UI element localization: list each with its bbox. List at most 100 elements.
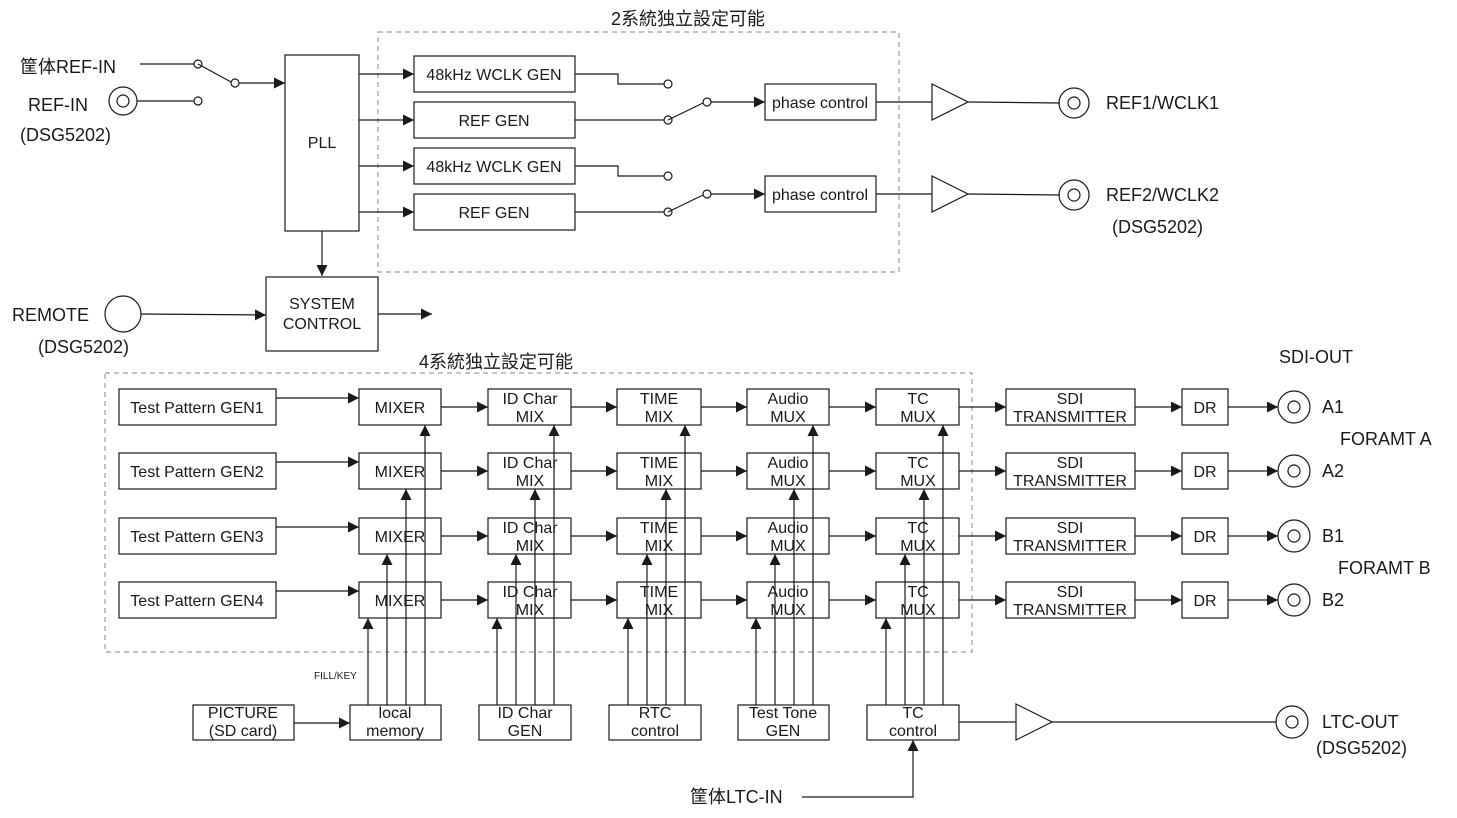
channel-row-1: Test Pattern GEN1 MIXER ID Char MIX TIME… — [118, 388, 1344, 426]
sdi-transmitter-block — [1005, 452, 1136, 490]
ref2-out-model-label: (DSG5202) — [1112, 217, 1203, 237]
sdi-transmitter-label-1: SDI — [1057, 520, 1084, 537]
rtc-control-label-2: control — [631, 723, 679, 740]
chassis-ltc-in-label: 筐体LTC-IN — [690, 787, 783, 807]
tc-mux-label-2: MUX — [900, 602, 936, 619]
system-control-label-line-1: SYSTEM — [289, 296, 355, 313]
dr-block — [1181, 452, 1229, 490]
ref1-buffer-amp — [931, 83, 970, 121]
sdi-out-channel-label: B2 — [1322, 590, 1344, 610]
switch-terminal — [193, 59, 203, 69]
picture-sd-card-block — [192, 704, 295, 741]
sdi-out-channel-label: B1 — [1322, 526, 1344, 546]
ref-in-label: REF-IN — [28, 95, 88, 115]
buffer-to-ref2-line — [967, 193, 1061, 196]
audio-mux-label-2: MUX — [770, 409, 806, 426]
test-pattern-gen-label: Test Pattern GEN2 — [130, 464, 263, 481]
two-channel-group-frame — [377, 31, 900, 273]
idchar-gen-block — [478, 704, 572, 741]
time-mix-block — [616, 452, 702, 490]
phase-control-2-label: phase control — [772, 187, 868, 204]
audio-mux-label-1: Audio — [768, 455, 809, 472]
mixer-block — [358, 388, 442, 426]
system-control-label-line-2: CONTROL — [283, 316, 361, 333]
output-1-switch — [667, 102, 704, 121]
sdi-out-connector — [1277, 583, 1311, 617]
remote-connector — [104, 295, 142, 333]
four-channel-group-frame — [104, 372, 973, 653]
dr-label: DR — [1193, 400, 1216, 417]
idchar-mix-label-2: MIX — [516, 409, 545, 426]
idchar-bus — [491, 425, 560, 705]
pll-label: PLL — [308, 135, 337, 152]
idchar-gen-label-1: ID Char — [497, 705, 553, 722]
tc-mux-label-2: MUX — [900, 473, 936, 490]
tc-mux-label-1: TC — [907, 520, 928, 537]
dr-block — [1181, 517, 1229, 555]
audio-mux-label-1: Audio — [768, 520, 809, 537]
switch-terminal — [663, 171, 673, 181]
wclk-gen-1-block — [413, 55, 576, 93]
audio-mux-label-2: MUX — [770, 538, 806, 555]
sdi-out-channel-label: A2 — [1322, 461, 1344, 481]
test-pattern-gen-block — [118, 452, 277, 490]
ltc-buffer-amp — [1015, 703, 1054, 741]
ltc-in-to-tc-control-arrow — [802, 740, 919, 798]
ref2-out-connector — [1058, 179, 1090, 211]
sdi-out-channel-label: A1 — [1322, 397, 1344, 417]
test-pattern-gen-label: Test Pattern GEN1 — [130, 400, 263, 417]
idchar-mix-label-1: ID Char — [502, 584, 558, 601]
channel-row-2: Test Pattern GEN2 MIXER ID Char MIX TIME… — [118, 452, 1344, 490]
ref1-out-connector — [1058, 87, 1090, 119]
picture-label-1: PICTURE — [208, 705, 278, 722]
format-a-label: FORAMT A — [1340, 429, 1432, 449]
sdi-transmitter-block — [1005, 517, 1136, 555]
time-mix-label-2: MIX — [645, 602, 674, 619]
sdi-transmitter-label-2: TRANSMITTER — [1013, 473, 1127, 490]
sdi-out-connector — [1277, 519, 1311, 553]
dr-block — [1181, 388, 1229, 426]
ref-input-switch — [197, 63, 232, 83]
time-mix-label-1: TIME — [640, 391, 678, 408]
audio-mux-block — [746, 388, 830, 426]
audio-mux-label-2: MUX — [770, 602, 806, 619]
wclk-gen-1-label: 48kHz WCLK GEN — [426, 67, 561, 84]
tc-mux-block — [875, 452, 960, 490]
remote-model-label: (DSG5202) — [38, 337, 129, 357]
test-pattern-gen-label: Test Pattern GEN3 — [130, 529, 263, 546]
tc-mux-label-1: TC — [907, 584, 928, 601]
time-mix-block — [616, 581, 702, 619]
test-pattern-gen-label: Test Pattern GEN4 — [130, 593, 263, 610]
sdi-transmitter-label-2: TRANSMITTER — [1013, 538, 1127, 555]
remote-to-system-control-arrow — [140, 309, 267, 321]
channel-row-3: Test Pattern GEN3 MIXER ID Char MIX TIME… — [118, 517, 1344, 555]
wclk-gen-2-label: 48kHz WCLK GEN — [426, 159, 561, 176]
idchar-mix-label-1: ID Char — [502, 455, 558, 472]
time-mix-label-2: MIX — [645, 409, 674, 426]
idchar-mix-label-2: MIX — [516, 473, 545, 490]
test-tone-gen-block — [737, 704, 830, 741]
output-2-switch — [667, 194, 704, 213]
wclk-gen-2-line — [575, 165, 664, 177]
time-mix-label-1: TIME — [640, 520, 678, 537]
mixer-label: MIXER — [375, 529, 426, 546]
rtc-control-block — [608, 704, 702, 741]
test-pattern-gen-block — [118, 517, 277, 555]
dr-label: DR — [1193, 464, 1216, 481]
test-pattern-gen-block — [118, 388, 277, 426]
ref-gen-2-label: REF GEN — [458, 205, 529, 222]
test-tone-bus — [750, 425, 819, 705]
idchar-mix-label-1: ID Char — [502, 391, 558, 408]
sdi-transmitter-label-2: TRANSMITTER — [1013, 409, 1127, 426]
tc-mux-label-2: MUX — [900, 538, 936, 555]
ref-gen-2-block — [413, 193, 576, 231]
ref2-out-label: REF2/WCLK2 — [1106, 185, 1219, 205]
wclk-gen-1-line — [575, 73, 664, 85]
mixer-label: MIXER — [375, 593, 426, 610]
time-mix-label-2: MIX — [645, 538, 674, 555]
tc-control-block — [866, 704, 960, 741]
time-mix-block — [616, 388, 702, 426]
sdi-transmitter-label-1: SDI — [1057, 391, 1084, 408]
mixer-fill-key-bus — [362, 425, 431, 705]
